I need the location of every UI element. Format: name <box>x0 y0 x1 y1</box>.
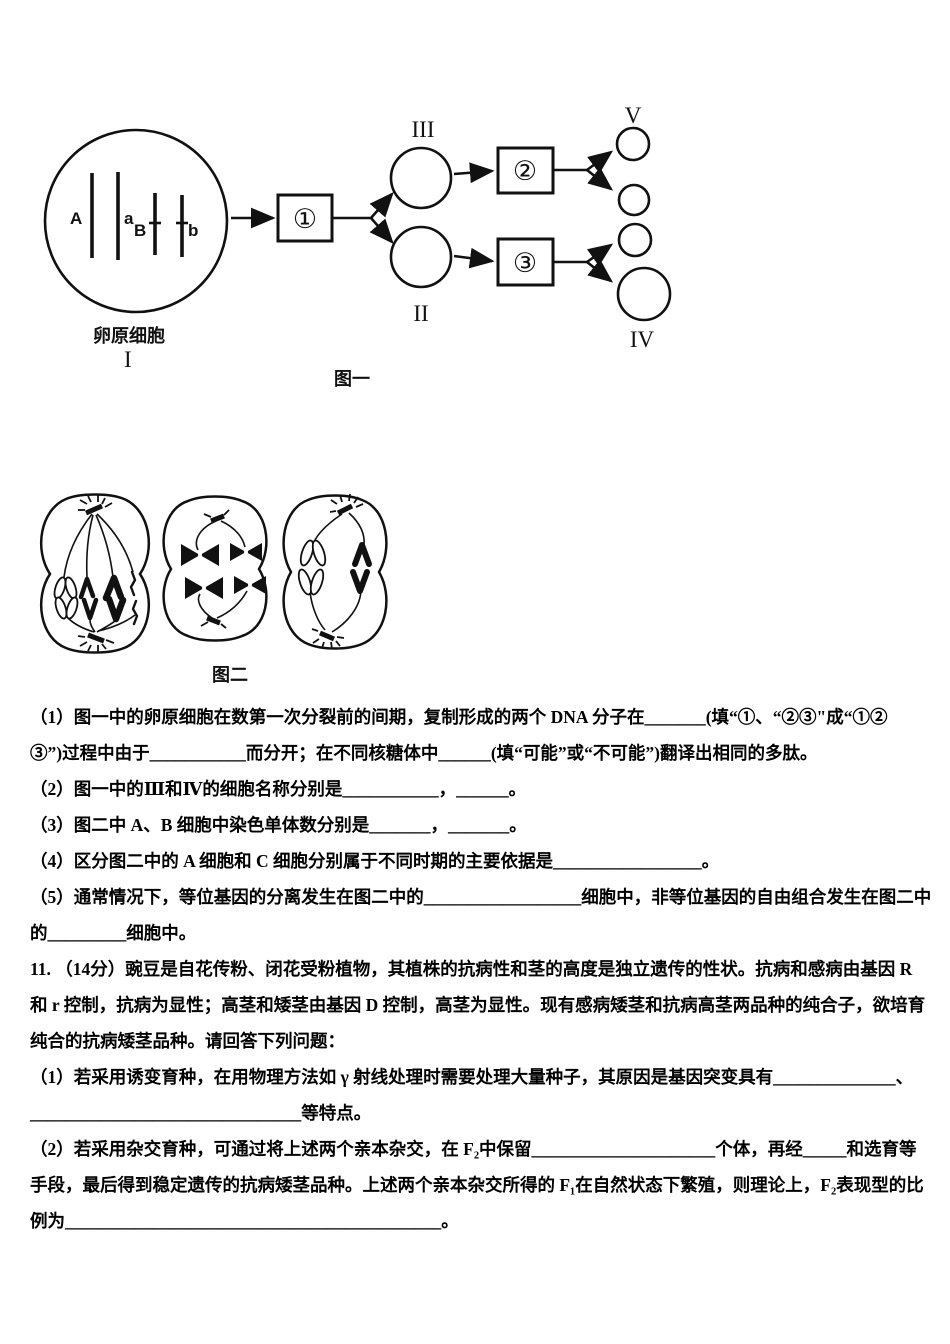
chromosomes-left-white <box>297 539 327 596</box>
chromosome-label-A: A <box>70 209 82 228</box>
process-box-2: ② <box>496 146 555 195</box>
spindle-fibers <box>63 513 136 633</box>
cell-IV-label: IV <box>630 327 655 352</box>
cell-A-anaphase-mitosis <box>39 493 151 654</box>
chromosome-label-a: a <box>124 209 134 228</box>
question-line: ③”)过程中由于___________而分开；在不同核糖体中______(填“可… <box>30 743 818 763</box>
cell-III-label: III <box>412 117 435 142</box>
cell-C-anaphase-I <box>282 493 388 650</box>
spindle-pole-bottom <box>200 615 227 629</box>
figure-2-cell-division-diagram: 图二 <box>39 493 388 685</box>
question-line: 例为______________________________________… <box>30 1211 459 1231</box>
question-line: 纯合的抗病矮茎品种。请回答下列问题： <box>30 1031 345 1051</box>
oogonium-numeral: I <box>124 347 132 372</box>
arrow-III-to-box2 <box>453 162 495 184</box>
question-line: （1）图一中的卵原细胞在数第一次分裂前的间期，复制形成的两个 DNA 分子在__… <box>30 707 888 727</box>
cell-II-label: II <box>413 301 428 326</box>
question-line: 和 r 控制，抗病为显性；高茎和矮茎由基因 D 控制，高茎为显性。现有感病矮茎和… <box>30 995 926 1015</box>
spindle-fibers <box>195 520 248 619</box>
question-line: 11. （14分）豌豆是自花传粉、闭花受粉植物，其植株的抗病性和茎的高度是独立遗… <box>30 959 913 979</box>
polar-body-circle-1 <box>617 183 651 217</box>
chromosome-label-b: b <box>188 221 198 240</box>
oogonium-label: 卵原细胞 <box>93 325 165 346</box>
question-text-block: （1）图一中的卵原细胞在数第一次分裂前的间期，复制形成的两个 DNA 分子在__… <box>30 699 935 1239</box>
oogonium-cell <box>43 128 229 314</box>
chromosomes-right-black <box>350 542 372 594</box>
figure-2-caption: 图二 <box>212 665 248 685</box>
question-line: （5）通常情况下，等位基因的分离发生在图二中的_________________… <box>30 887 932 907</box>
aster-bottom <box>311 628 345 650</box>
question-line: _______________________________等特点。 <box>30 1103 372 1123</box>
cell-IV-circle <box>616 266 672 322</box>
figure-1-caption: 图一 <box>334 369 370 389</box>
question-line: （2）若采用杂交育种，可通过将上述两个亲本杂交，在 F₂中保留_________… <box>30 1139 917 1159</box>
cell-III-circle <box>389 146 453 210</box>
question-line: 手段，最后得到稳定遗传的抗病矮茎品种。上述两个亲本杂交所得的 F₁在自然状态下繁… <box>30 1175 924 1195</box>
question-line: （3）图二中 A、B 细胞中染色单体数分别是_______，_______。 <box>30 815 527 835</box>
process-box-1: ① <box>276 193 334 243</box>
question-line: （2）图一中的Ⅲ和Ⅳ的细胞名称分别是___________，______。 <box>30 779 527 799</box>
tetrad-chromosomes <box>181 543 266 599</box>
cell-II-circle <box>389 225 453 289</box>
cell-B-metaphase-I <box>162 495 268 642</box>
chromosomes-lower <box>54 595 139 626</box>
branch-box2 <box>553 150 614 191</box>
question-line: （4）区分图二中的 A 细胞和 C 细胞分别属于不同时期的主要依据是______… <box>30 851 720 871</box>
figure-1-meiosis-flow-diagram: A a B b 卵原细胞 I ① III II ② <box>43 103 672 389</box>
process-2-number: ② <box>513 156 537 187</box>
aster-top <box>329 493 364 516</box>
aster-top <box>78 495 113 516</box>
branch-box1 <box>332 192 394 244</box>
egg-cell-V-circle <box>615 126 651 162</box>
process-3-number: ③ <box>513 248 537 279</box>
chromosome-label-B: B <box>134 221 146 240</box>
question-line: 的_________细胞中。 <box>30 923 197 943</box>
aster-bottom <box>77 632 115 652</box>
polar-body-circle-2 <box>617 222 653 258</box>
arrow-II-to-box3 <box>453 247 495 269</box>
process-1-number: ① <box>293 204 317 235</box>
process-box-3: ③ <box>496 237 555 287</box>
question-line: （1）若采用诱变育种，在用物理方法如 γ 射线处理时需要处理大量种子，其原因是基… <box>30 1067 914 1087</box>
spindle-pole-top <box>203 509 230 524</box>
branch-box3 <box>553 243 614 283</box>
cell-V-label: V <box>625 103 642 128</box>
